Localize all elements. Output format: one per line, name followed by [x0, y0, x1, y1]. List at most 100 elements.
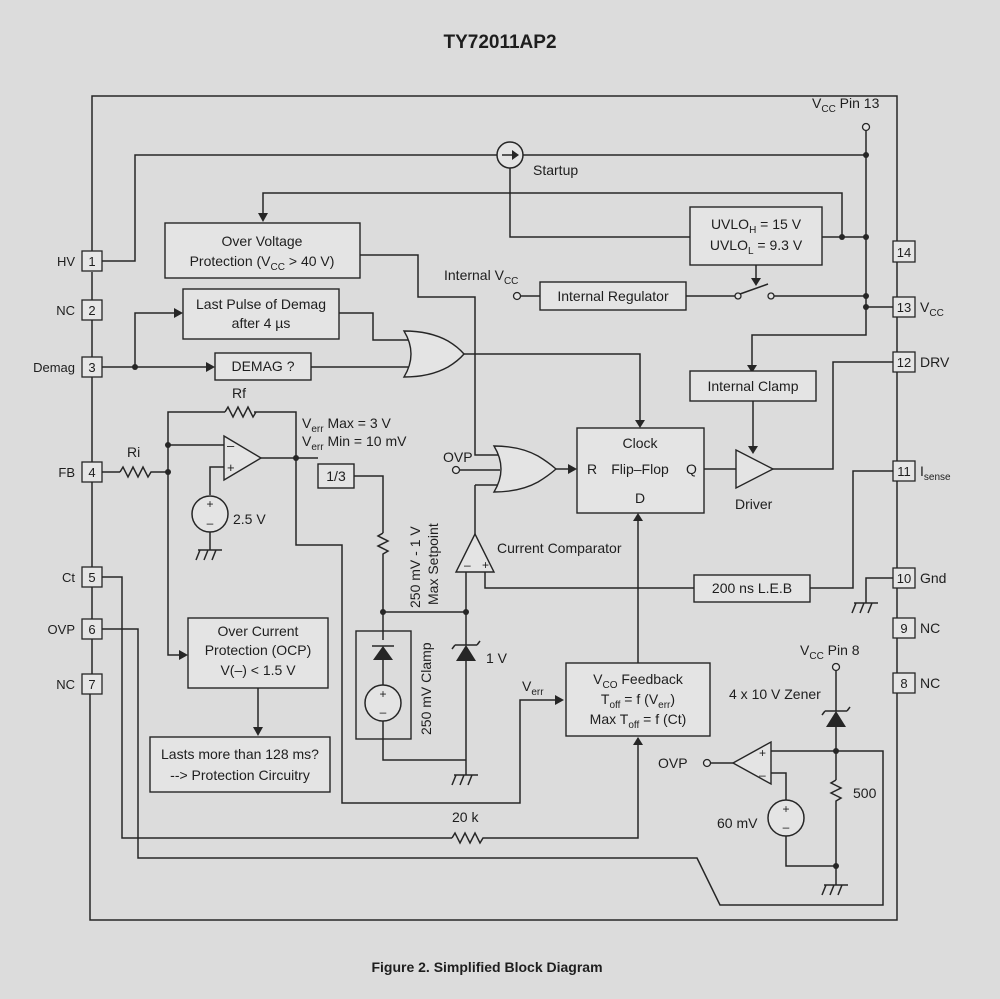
- pin-number: 2: [88, 303, 95, 318]
- pin-drv: 12 DRV: [892, 351, 950, 373]
- pin-label: DRV: [920, 354, 950, 370]
- current-comparator-label: Current Comparator: [497, 540, 622, 556]
- pin-nc-9: 9 NC: [892, 617, 940, 639]
- svg-text:–: –: [227, 438, 235, 453]
- ground-icon: [821, 884, 848, 896]
- ocp-line2: Protection (OCP): [205, 642, 312, 658]
- pin-number: 5: [88, 570, 95, 585]
- pin-isense: 11 Isense: [892, 460, 951, 483]
- wire-vcc-ovp: [262, 192, 843, 237]
- clock-label: Clock: [622, 435, 658, 451]
- clock-flip-flop-block: Clock Flip–Flop R Q D: [576, 427, 705, 514]
- pin-number: 1: [88, 254, 95, 269]
- pin-number: 6: [88, 622, 95, 637]
- wire-ct: [102, 576, 452, 839]
- wire-or-clock: [464, 353, 641, 426]
- ff-q-label: Q: [686, 461, 697, 477]
- pin-gnd: 10 Gnd: [892, 567, 946, 589]
- uvlo-high: UVLOH = 15 V: [711, 216, 802, 236]
- svg-text:+: +: [379, 687, 386, 701]
- wire-divider-out: [354, 475, 384, 533]
- svg-text:–: –: [380, 705, 387, 719]
- internal-regulator-block: Internal Regulator: [539, 281, 687, 311]
- svg-text:+: +: [227, 460, 235, 475]
- ff-r-label: R: [587, 461, 597, 477]
- svg-text:+: +: [782, 802, 789, 816]
- wire-comp-plus: [484, 572, 694, 589]
- wire-60mv-ground: [785, 836, 836, 867]
- internal-clamp-label: Internal Clamp: [707, 378, 798, 394]
- zener-diodes: [821, 706, 851, 780]
- divider-label: 1/3: [326, 468, 346, 484]
- svg-text:+: +: [206, 497, 213, 511]
- wire-driver-drv: [773, 361, 893, 470]
- pin-demag: 3 Demag: [33, 356, 103, 378]
- ground-icon: [851, 602, 878, 614]
- wire-ovp-minus: [771, 772, 787, 800]
- resistor-rf: [224, 405, 257, 419]
- pin-label: FB: [58, 465, 75, 480]
- leb-label: 200 ns L.E.B: [712, 580, 792, 596]
- vco-feedback-block: VCO Feedback Toff = f (Verr) Max Toff = …: [565, 662, 711, 737]
- lasts-line1: Lasts more than 128 ms?: [161, 746, 319, 762]
- resistor-500: [829, 779, 843, 866]
- pin-nc-8: 8 NC: [892, 672, 940, 694]
- pin-number: 10: [897, 571, 911, 586]
- ref-60mv-label: 60 mV: [717, 815, 758, 831]
- pin-number: 14: [897, 245, 911, 260]
- pin-number: 11: [897, 464, 911, 479]
- demag-or-gate: [402, 330, 465, 378]
- internal-regulator-label: Internal Regulator: [557, 288, 669, 304]
- pin-hv: 1 HV: [57, 250, 103, 272]
- ref-2v5-source: + –: [191, 495, 229, 533]
- ocp-line1: Over Current: [218, 623, 299, 639]
- pin-fb: 4 FB: [58, 461, 103, 483]
- pin-number: 12: [897, 355, 911, 370]
- verr-max-label: Verr Max = 3 V: [302, 415, 392, 435]
- verr-min-label: Verr Min = 10 mV: [302, 433, 407, 453]
- wire-leb-isense: [810, 470, 893, 589]
- last-pulse-line1: Last Pulse of Demag: [196, 296, 326, 312]
- internal-vcc-label: Internal VCC: [444, 267, 518, 287]
- startup-label: Startup: [533, 162, 578, 178]
- pin-vcc: 13 VCC: [892, 296, 944, 319]
- flip-flop-label: Flip–Flop: [611, 461, 669, 477]
- ref-60mv-source: + –: [767, 799, 805, 837]
- protection-timer-block: Lasts more than 128 ms? --> Protection C…: [149, 736, 331, 793]
- resistor-20k: [451, 738, 639, 845]
- wire-gnd: [865, 577, 893, 603]
- ref-2v5-label: 2.5 V: [233, 511, 266, 527]
- r20k-label: 20 k: [452, 809, 479, 825]
- clamp-250mv-block: + –: [355, 612, 466, 761]
- pin-label: Demag: [33, 360, 75, 375]
- svg-text:+: +: [759, 746, 766, 760]
- pin-number: 8: [900, 676, 907, 691]
- ground-icon: [195, 549, 222, 561]
- pin-ovp: 6 OVP: [48, 618, 103, 640]
- error-amplifier: – +: [223, 434, 263, 482]
- resistor-ri: [119, 465, 168, 479]
- pin-label: NC: [56, 303, 75, 318]
- ri-label: Ri: [127, 444, 140, 460]
- vcc-pin13-label: VCC Pin 13: [812, 95, 880, 115]
- uvlo-block: UVLOH = 15 V UVLOL = 9.3 V: [689, 206, 823, 266]
- wire-feedback-right: [254, 411, 297, 458]
- pin-number: 13: [897, 300, 911, 315]
- setpoint-label: 250 mV - 1 V: [407, 526, 423, 608]
- pin-label: NC: [920, 620, 940, 636]
- pin-label: Gnd: [920, 570, 946, 586]
- resistor-setpoint: [376, 532, 390, 612]
- wire-ovp-pin: [102, 628, 884, 906]
- demag-detect-block: DEMAG ?: [214, 352, 312, 381]
- r500-label: 500: [853, 785, 877, 801]
- uvlo-switch: [734, 283, 775, 300]
- lasts-line2: --> Protection Circuitry: [170, 767, 310, 783]
- wire-vcc-clamp: [751, 307, 867, 368]
- zener-1v: [451, 612, 481, 775]
- figure-caption: Figure 2. Simplified Block Diagram: [371, 959, 602, 975]
- pin-label: VCC: [920, 299, 944, 319]
- wire-ref-2v5: [209, 466, 224, 495]
- wire-hv-startup: [102, 154, 497, 262]
- ovp-block-line1: Over Voltage: [222, 233, 303, 249]
